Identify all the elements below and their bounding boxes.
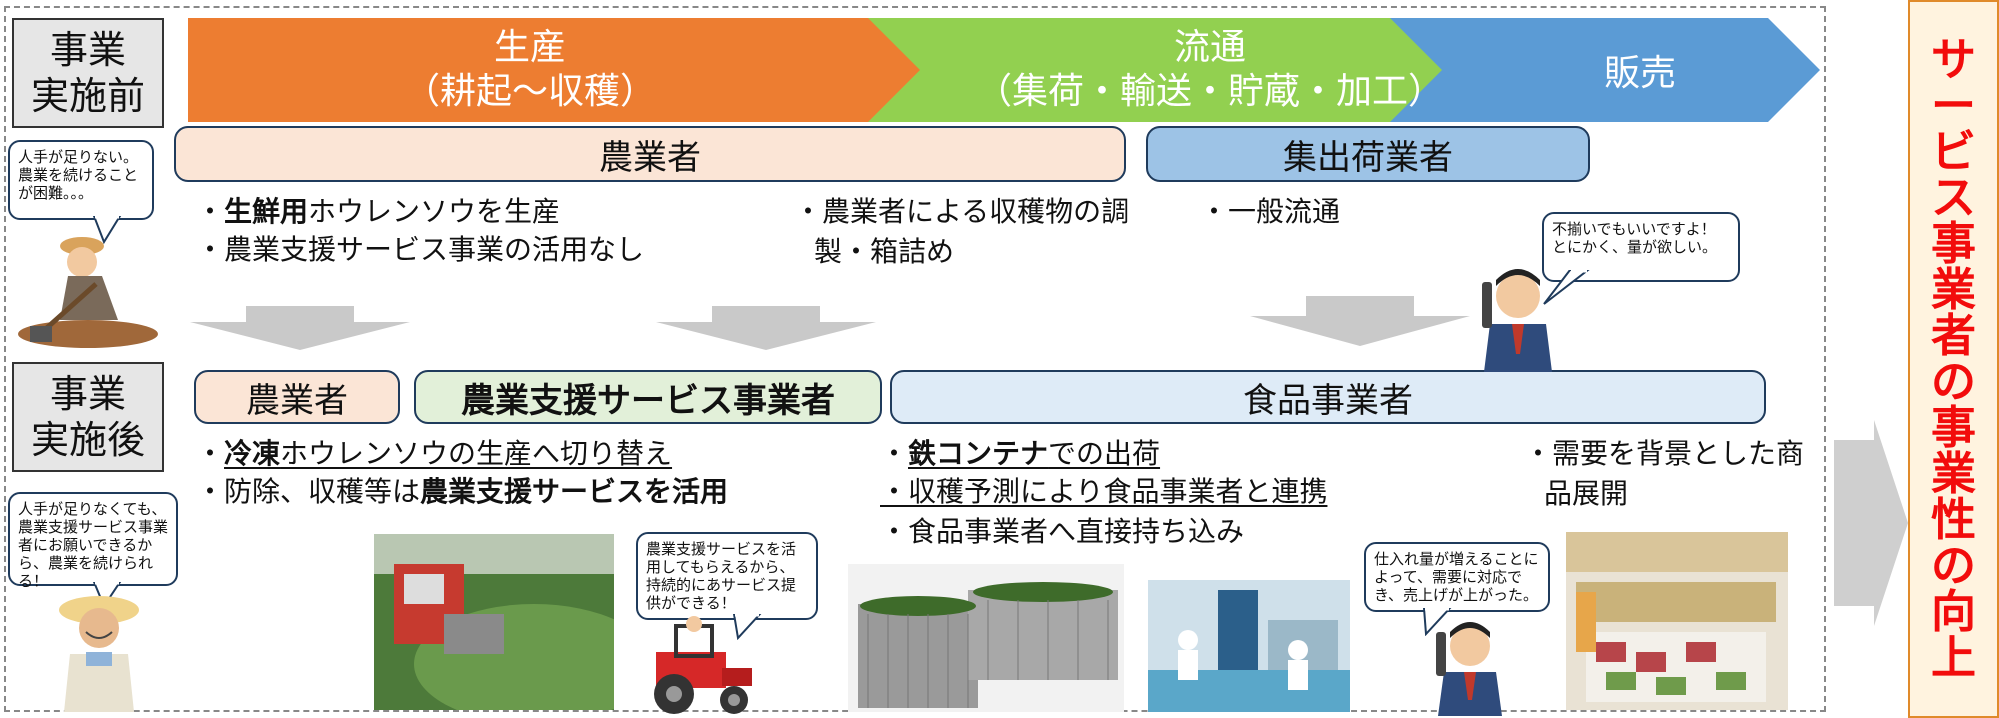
right-arrow	[1834, 420, 1908, 626]
stage-production: 生産 （耕起～収穫）	[360, 20, 700, 120]
stage-production-title: 生産	[493, 27, 566, 68]
side-label-char: 業	[1930, 447, 1976, 500]
down-arrow-2	[656, 306, 876, 350]
side-label-char: 事	[1930, 217, 1976, 270]
after-bullet-6: ・需要を背景とした商 品展開	[1524, 437, 1805, 510]
side-label-char: 向	[1930, 585, 1976, 638]
stage-arrow-sales	[1390, 18, 1820, 122]
bubble-farmer-after: 人手が足りなくても、農業支援サービス事業者にお願いできるから、農業を続けられる！	[8, 492, 178, 590]
after-bullet-4: ・収穫予測により食品事業者と連携	[880, 475, 1328, 508]
side-label-char: 者	[1930, 309, 1976, 362]
farmer-worried-illustration	[18, 237, 158, 348]
stage-sales: 販売	[1560, 20, 1720, 120]
harvester-photo	[374, 534, 614, 710]
side-label-char: ビ	[1930, 125, 1976, 178]
label-after: 事業実施後	[12, 362, 164, 472]
before-bullet-1: ・生鮮用ホウレンソウを生産	[196, 195, 561, 228]
bar-after-farmer: 農業者	[194, 370, 400, 424]
bubble-tail	[92, 216, 122, 244]
after-bullet-1: ・冷凍ホウレンソウの生産へ切り替え	[196, 437, 673, 470]
bubble-tail	[732, 614, 762, 640]
bubble-tail	[92, 582, 122, 608]
bubble-tail	[1422, 608, 1452, 636]
side-label-char: の	[1930, 355, 1976, 408]
stage-production-sub: （耕起～収穫）	[403, 71, 656, 112]
stage-sales-title: 販売	[1603, 53, 1676, 94]
stage-arrows	[188, 18, 1820, 122]
bar-before-shipper: 集出荷業者	[1146, 126, 1590, 182]
iron-container-photo	[848, 564, 1124, 712]
supermarket-photo	[1566, 532, 1788, 710]
bar-before-farmer: 農業者	[174, 126, 1126, 182]
side-label: サービス事業者の事業性の向上	[1908, 0, 1999, 718]
side-label-char: の	[1930, 539, 1976, 592]
bar-after-food: 食品事業者	[890, 370, 1766, 424]
buyer-phone-illustration-before	[1482, 269, 1552, 372]
down-arrow-3	[1250, 296, 1470, 346]
side-label-char: 事	[1930, 401, 1976, 454]
after-bullet-3: ・鉄コンテナでの出荷	[880, 437, 1161, 470]
bubble-buyer-after: 仕入れ量が増えることによって、需要に対応でき、売上げが上がった。	[1364, 542, 1550, 612]
buyer-phone-illustration-after	[1436, 622, 1502, 716]
bubble-service-after: 農業支援サービスを活用してもらえるから、持続的にあサービス提供ができる！	[636, 532, 818, 620]
bubble-farmer-before: 人手が足りない。農業を続けることが困難。。。	[8, 140, 154, 220]
side-label-char: ス	[1930, 171, 1976, 224]
side-label-char: 上	[1930, 631, 1976, 684]
after-bullet-2: ・防除、収穫等は農業支援サービスを活用	[196, 475, 729, 508]
stage-distribution-title: 流通	[1173, 27, 1246, 68]
bar-after-service: 農業支援サービス事業者	[414, 370, 882, 424]
stage-arrow-production	[188, 18, 952, 122]
tractor-illustration	[654, 616, 752, 714]
side-label-char: サ	[1930, 33, 1976, 86]
before-bullet-4: ・一般流通	[1200, 195, 1341, 228]
bubble-tail	[1543, 270, 1590, 305]
side-label-char: 性	[1930, 493, 1976, 546]
before-bullet-2: ・農業支援サービス事業の活用なし	[196, 233, 645, 266]
side-label-char: 業	[1930, 263, 1976, 316]
label-before: 事業実施前	[12, 18, 164, 128]
down-arrow-1	[190, 306, 410, 350]
side-label-text: サービス事業者の事業性の向上	[1931, 37, 1976, 681]
stage-arrow-distribution	[868, 18, 1472, 122]
before-bullet-3: ・農業者による収穫物の調 製・箱詰め	[794, 195, 1130, 268]
food-factory-photo	[1148, 580, 1350, 712]
after-bullet-5: ・食品事業者へ直接持ち込み	[880, 515, 1245, 548]
stage-distribution-sub: （集荷・輸送・貯蔵・加工）	[975, 71, 1444, 112]
farmer-happy-illustration	[59, 596, 139, 712]
side-label-char: ー	[1930, 79, 1976, 132]
stage-distribution: 流通 （集荷・輸送・貯蔵・加工）	[950, 20, 1470, 120]
